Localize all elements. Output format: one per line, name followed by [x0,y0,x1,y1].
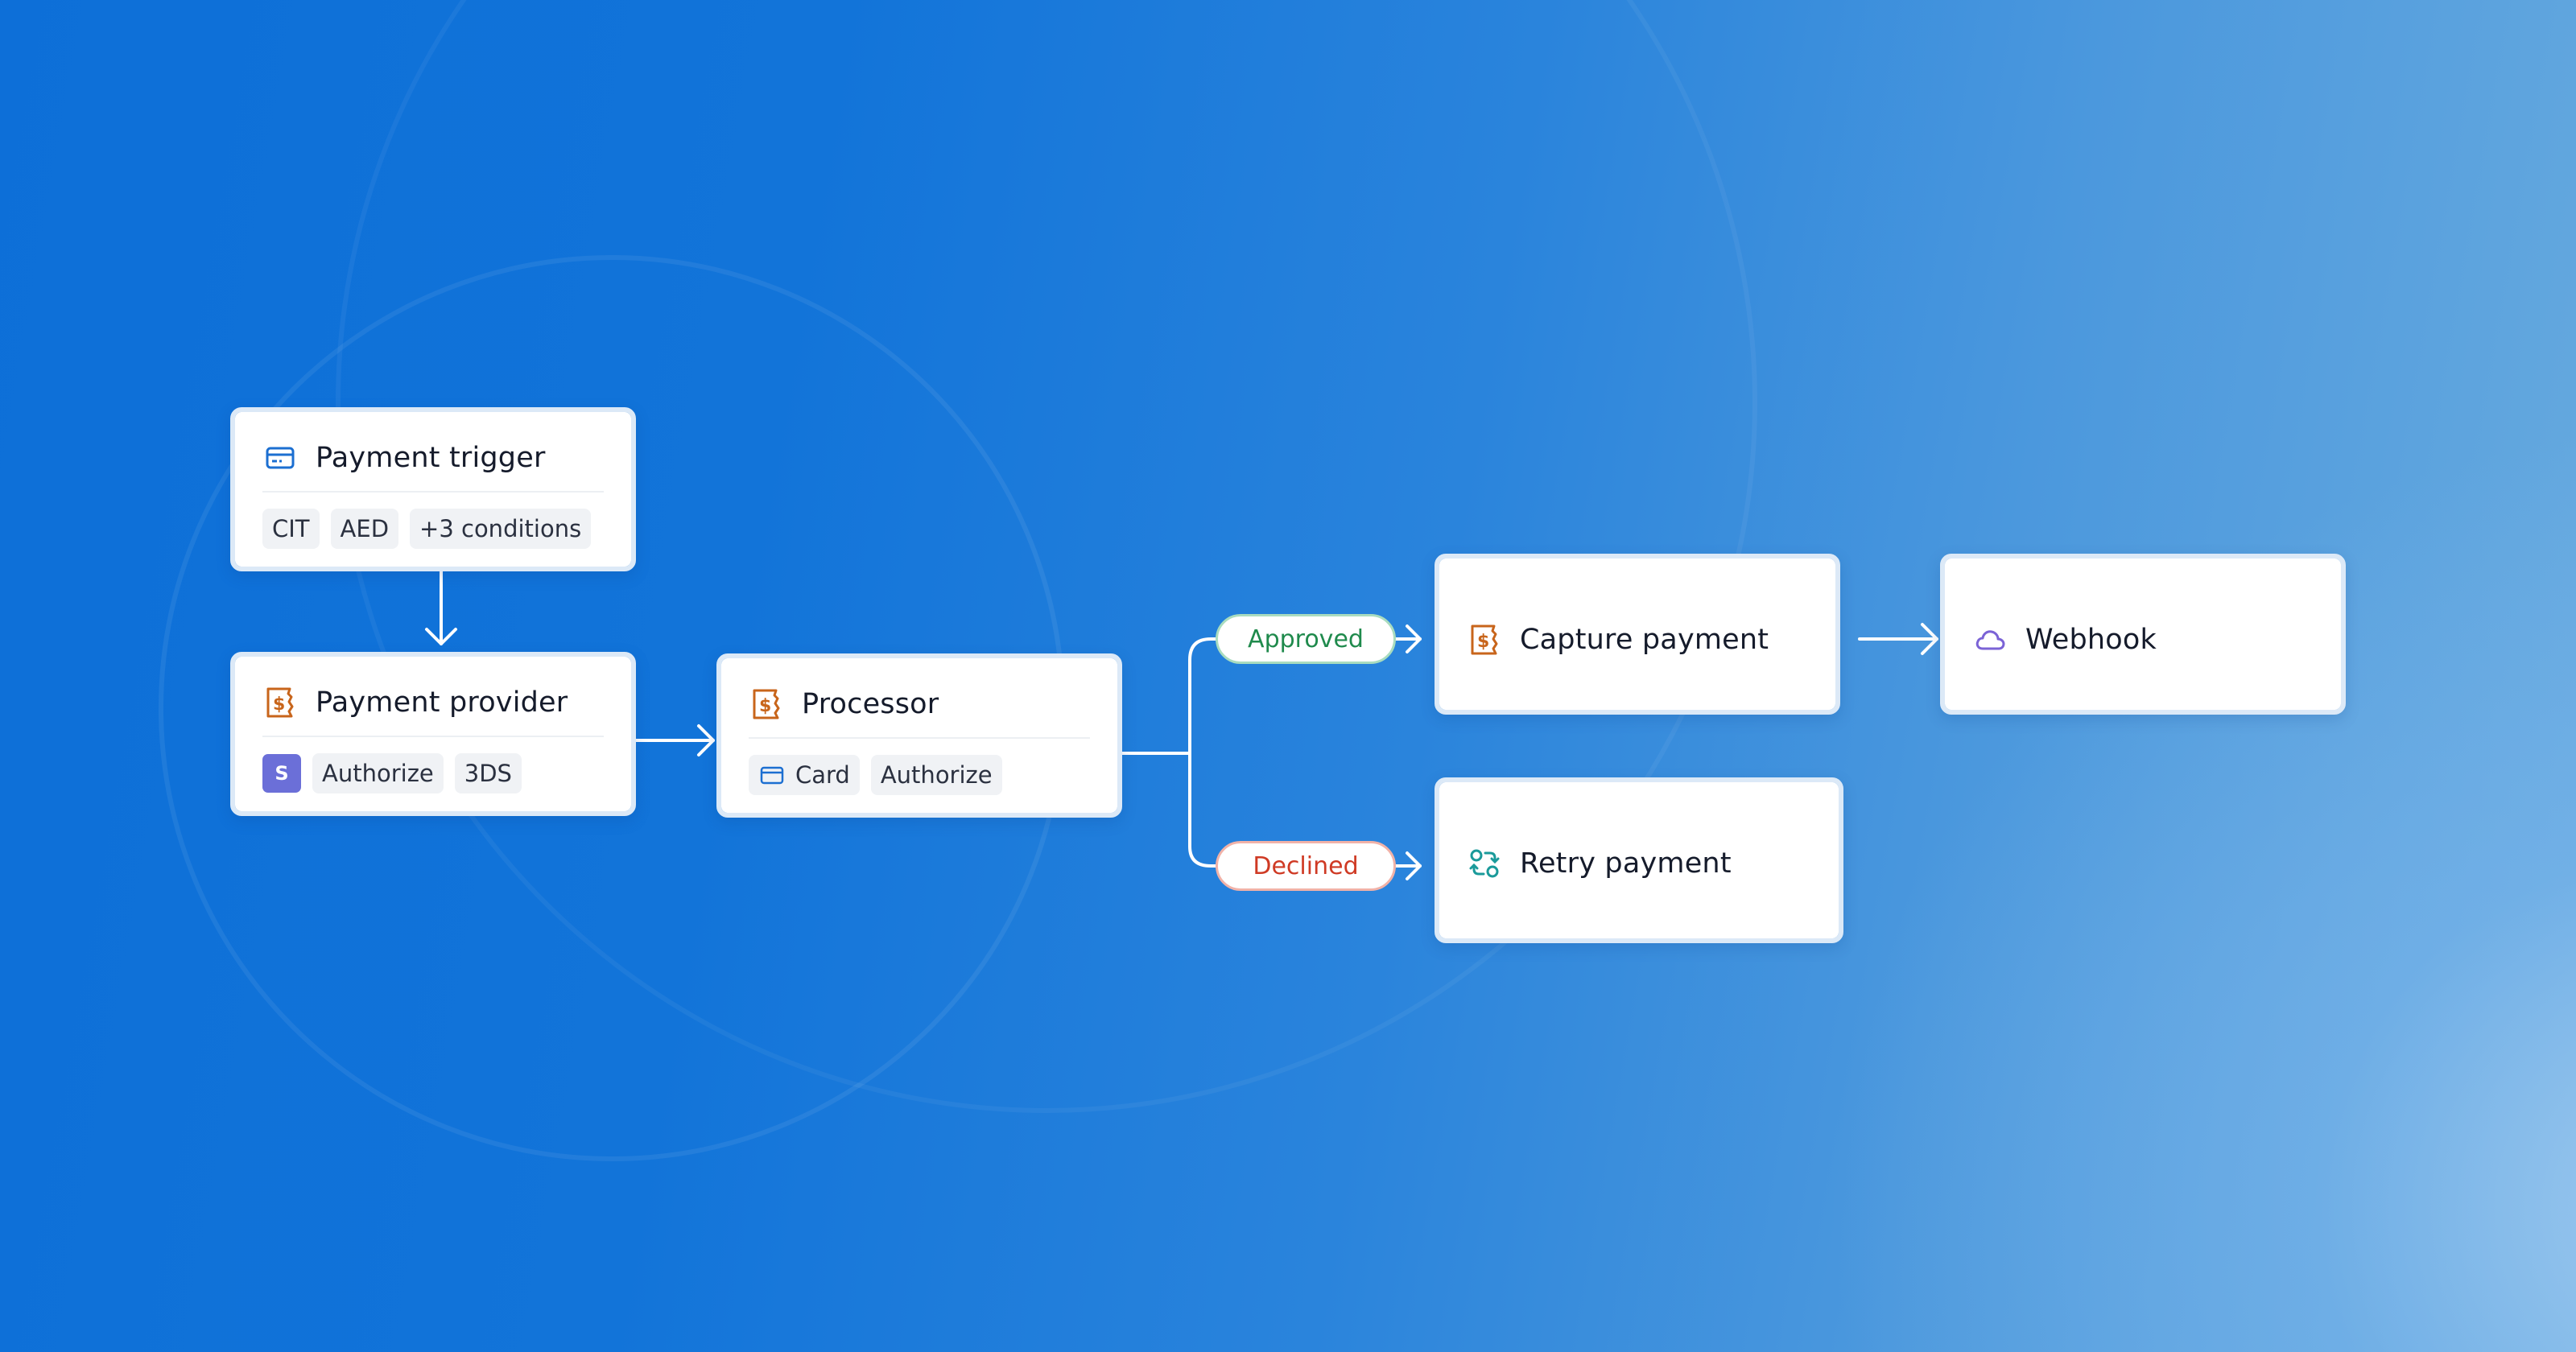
card-icon [758,761,786,789]
node-title: Webhook [2025,624,2157,656]
retry-icon [1467,846,1502,881]
divider [262,491,604,493]
node-title: Retry payment [1520,847,1732,880]
divider [262,736,604,737]
node-title: Payment trigger [316,442,546,474]
payment-trigger-node[interactable]: Payment trigger CIT AED +3 conditions [230,407,636,571]
cloud-icon [1972,622,2008,657]
condition-chip: CIT [262,509,320,549]
node-title: Payment provider [316,686,568,719]
declined-branch-label: Declined [1216,841,1396,891]
connector-branch-approved [1188,637,1217,755]
chip-label: Card [795,761,850,789]
capture-payment-node[interactable]: $ Capture payment [1435,554,1840,715]
card-icon [262,440,298,476]
method-chip: Card [749,755,860,795]
money-receipt-icon: $ [749,686,784,722]
connector-branch-declined [1188,752,1217,868]
divider [749,737,1090,739]
processor-node[interactable]: $ Processor Card Authorize [716,653,1122,818]
approved-branch-label: Approved [1216,614,1396,664]
action-chip: 3DS [454,753,522,793]
action-chip: Authorize [870,755,1002,795]
svg-text:$: $ [1477,632,1489,652]
money-receipt-icon: $ [262,685,298,720]
node-title: Processor [802,688,939,720]
condition-chip: AED [330,509,399,549]
node-title: Capture payment [1520,624,1769,656]
condition-chip: +3 conditions [410,509,592,549]
svg-text:$: $ [273,695,285,715]
money-receipt-icon: $ [1467,622,1502,657]
retry-payment-node[interactable]: Retry payment [1435,777,1843,943]
stripe-logo: S [262,754,301,793]
svg-text:$: $ [759,696,771,716]
webhook-node[interactable]: Webhook [1940,554,2346,715]
payment-provider-node[interactable]: $ Payment provider S Authorize 3DS [230,652,636,816]
action-chip: Authorize [312,753,444,793]
